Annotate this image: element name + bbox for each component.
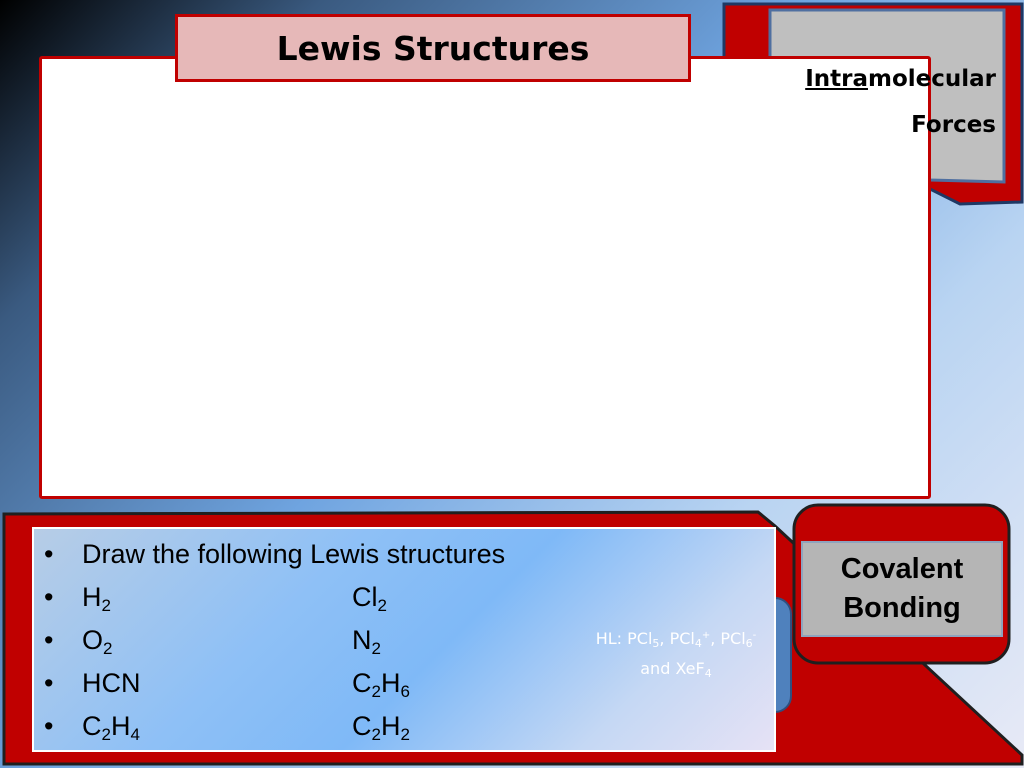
corner-underlined-prefix: Intra (805, 66, 868, 92)
formula-hcn: HCN (82, 668, 141, 698)
formula-h2: H2 (82, 582, 111, 615)
bullet-marker: • (44, 625, 54, 655)
bullet-marker: • (44, 539, 54, 569)
slide-title: Lewis Structures (175, 14, 691, 82)
hl-callout-text: HL: PCl5, PCl4+, PCl6- and XeF4 (562, 624, 790, 684)
hl-line-1: HL: PCl5, PCl4+, PCl6- (595, 629, 757, 650)
formula-c2h6: C2H6 (352, 668, 410, 701)
instruction-text: Draw the following Lewis structures (82, 539, 506, 569)
corner-word-rest: molecular (867, 66, 996, 92)
slide-title-text: Lewis Structures (276, 28, 590, 68)
formula-c2h4: C2H4 (82, 711, 140, 744)
bullet-marker: • (44, 668, 54, 698)
intramolecular-forces-link[interactable]: Intramolecular Forces (776, 56, 996, 148)
formula-c2h2: C2H2 (352, 711, 410, 744)
formula-o2: O2 (82, 625, 113, 658)
content-box: • Draw the following Lewis structures • … (32, 527, 776, 752)
formula-cl2: Cl2 (352, 582, 387, 615)
covalent-bonding-button[interactable]: Covalent Bonding (801, 541, 1003, 637)
corner-line-2: Forces (911, 112, 996, 138)
covalent-line-2: Bonding (843, 592, 961, 624)
corner-line-1: Intramolecular (776, 56, 996, 102)
hl-line-2: and XeF4 (640, 659, 712, 680)
bullet-marker: • (44, 582, 54, 612)
covalent-line-1: Covalent (840, 553, 964, 585)
drawing-area (39, 56, 931, 499)
bullet-marker: • (44, 711, 54, 741)
formula-n2: N2 (352, 625, 381, 658)
